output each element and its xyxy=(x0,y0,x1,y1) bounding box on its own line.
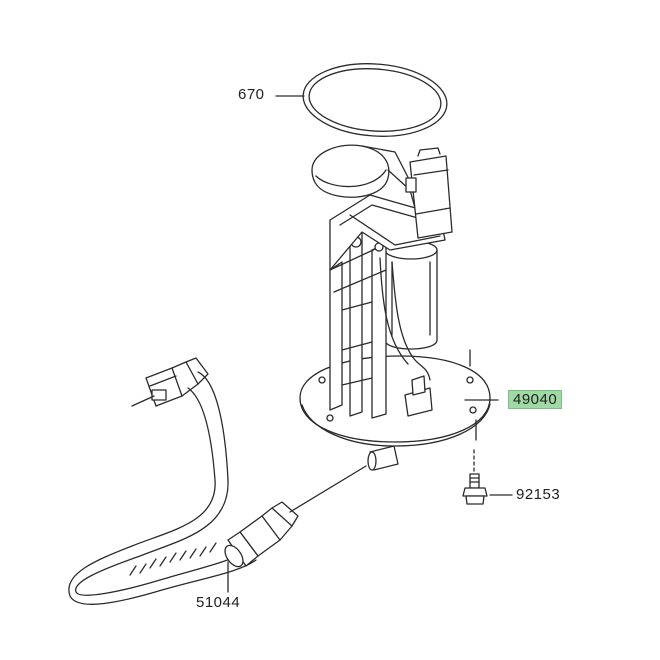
leader-49040 xyxy=(464,349,499,441)
outlet-nipple[interactable] xyxy=(367,445,399,471)
part-number-670: 670 xyxy=(238,86,265,103)
hose-connector-top[interactable] xyxy=(145,357,209,407)
part-number-92153: 92153 xyxy=(516,486,561,503)
connection-line xyxy=(289,465,367,513)
pump-flange[interactable] xyxy=(299,355,491,447)
bolt[interactable] xyxy=(462,449,488,505)
fuel-level-float[interactable] xyxy=(311,144,416,209)
leader-top-connector xyxy=(131,395,155,407)
gasket-ring[interactable] xyxy=(301,59,450,141)
hose-connector-bottom[interactable] xyxy=(221,501,299,570)
part-number-49040: 49040 xyxy=(508,390,563,409)
pump-body[interactable] xyxy=(329,194,446,419)
fuel-hose[interactable] xyxy=(68,371,257,605)
electrical-connector[interactable] xyxy=(405,147,453,239)
part-number-51044: 51044 xyxy=(196,594,241,611)
